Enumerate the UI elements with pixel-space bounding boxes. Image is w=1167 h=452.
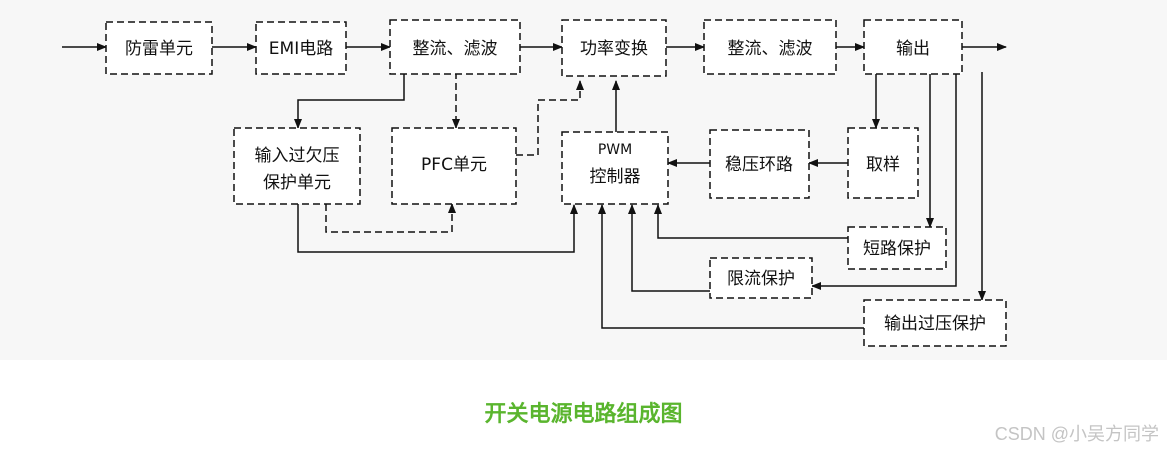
block-output-ov-protection: 输出过压保护	[863, 299, 1007, 347]
block-pwm-controller: PWM 控制器	[561, 131, 669, 205]
block-label: 输出	[896, 39, 930, 59]
block-label: EMI电路	[269, 39, 333, 59]
block-power-conversion: 功率变换	[561, 19, 667, 77]
block-label-line-2: 控制器	[590, 167, 641, 187]
block-label: PFC单元	[421, 155, 487, 175]
block-label: 稳压环路	[725, 155, 793, 175]
block-label: 功率变换	[580, 39, 648, 59]
arrow-ovuv-to-pwm	[297, 204, 578, 253]
block-sampling: 取样	[847, 127, 919, 199]
block-label: 限流保护	[727, 269, 795, 289]
block-label: 防雷单元	[125, 39, 193, 59]
block-label: 短路保护	[863, 239, 931, 259]
diagram-canvas: 防雷单元 EMI电路 整流、滤波 功率变换 整流、滤波 输出 输入过欠压 保护单…	[62, 19, 1007, 347]
block-label-line-1: 输入过欠压	[255, 146, 340, 166]
figure-caption: 开关电源电路组成图	[484, 402, 683, 427]
block-rect-filter-2: 整流、滤波	[703, 19, 837, 75]
arrow-ovp-to-pwm	[598, 204, 864, 329]
block-current-limit-protection: 限流保护	[709, 257, 813, 299]
block-output: 输出	[863, 19, 963, 75]
arrow-rect1-to-ovuv	[294, 72, 405, 129]
block-label-line-1: PWM	[598, 142, 632, 158]
arrow-pfc-to-power	[516, 80, 584, 156]
block-label: 输出过压保护	[884, 314, 986, 334]
block-rect-filter-1: 整流、滤波	[389, 19, 521, 75]
block-label: 取样	[866, 155, 900, 175]
watermark: CSDN @小吴方同学	[994, 424, 1159, 444]
block-short-circuit-protection: 短路保护	[847, 226, 947, 270]
arrow-output-to-current	[811, 72, 957, 290]
block-regulation-loop: 稳压环路	[709, 129, 810, 199]
arrow-short-to-pwm	[654, 204, 848, 239]
connections	[62, 43, 1007, 329]
block-label: 整流、滤波	[413, 39, 498, 59]
arrow-ovuv-to-pfc	[325, 203, 456, 233]
block-pfc: PFC单元	[391, 127, 517, 205]
block-label: 整流、滤波	[728, 39, 813, 59]
arrow-current-to-pwm	[628, 204, 710, 292]
block-input-ov-uv-protection: 输入过欠压 保护单元	[233, 127, 361, 205]
block-surge: 防雷单元	[105, 21, 213, 75]
block-label-line-2: 保护单元	[263, 173, 331, 193]
block-diagram: 防雷单元 EMI电路 整流、滤波 功率变换 整流、滤波 输出 输入过欠压 保护单…	[62, 19, 1007, 347]
block-emi: EMI电路	[255, 21, 347, 75]
